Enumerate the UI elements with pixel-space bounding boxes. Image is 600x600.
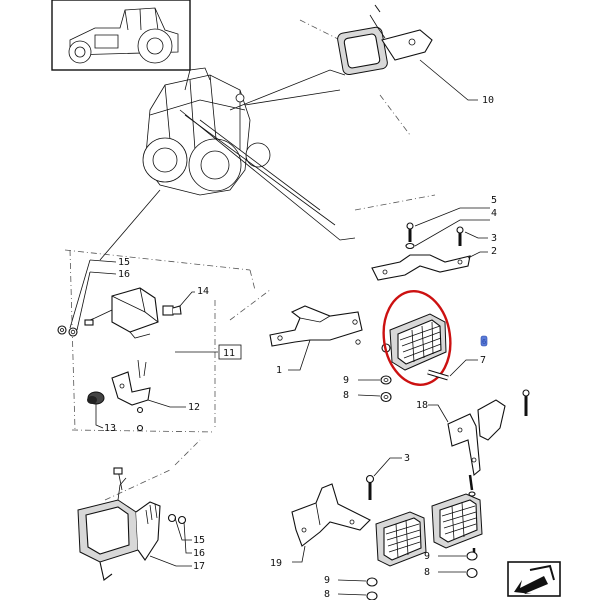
- grommet-13[interactable]: [87, 391, 105, 405]
- tractor-main-view: [142, 67, 271, 196]
- label-10[interactable]: 10: [482, 95, 494, 106]
- label-16-lower[interactable]: 16: [193, 548, 205, 559]
- label-6[interactable]: 6: [482, 338, 486, 346]
- label-18[interactable]: 18: [416, 400, 428, 411]
- label-13[interactable]: 13: [104, 423, 116, 434]
- work-lamp-17[interactable]: [77, 467, 161, 581]
- nut-15[interactable]: [57, 325, 67, 335]
- bracket-18[interactable]: [447, 399, 506, 497]
- label-6-hotspot[interactable]: [480, 335, 488, 347]
- label-11[interactable]: 11: [223, 348, 235, 359]
- work-lamp-lower-right[interactable]: [431, 493, 483, 549]
- label-15-lower[interactable]: 15: [193, 535, 205, 546]
- label-15-upper[interactable]: 15: [118, 257, 130, 268]
- label-7[interactable]: 7: [480, 355, 486, 366]
- washer-9-lower-right[interactable]: [466, 551, 478, 561]
- nut-8-mid[interactable]: [380, 391, 392, 403]
- label-2[interactable]: 2: [491, 246, 497, 257]
- stud-7[interactable]: [427, 369, 449, 381]
- tractor-leader-lines: [99, 69, 356, 261]
- lamp-bracket-12[interactable]: [111, 359, 151, 432]
- arrow-exit-icon[interactable]: [507, 561, 561, 597]
- label-4[interactable]: 4: [491, 208, 497, 219]
- washer-4[interactable]: [405, 242, 415, 250]
- label-1[interactable]: 1: [276, 365, 282, 376]
- leader-10: [419, 59, 478, 101]
- bracket-1[interactable]: [269, 305, 363, 347]
- bracket-19[interactable]: [291, 483, 371, 547]
- label-14[interactable]: 14: [197, 286, 209, 297]
- label-3-lower[interactable]: 3: [404, 453, 410, 464]
- nut-8-lower-left[interactable]: [366, 591, 378, 600]
- washer-16-lower[interactable]: [177, 515, 187, 525]
- bulb-14[interactable]: [162, 305, 182, 316]
- label-8-mid[interactable]: 8: [343, 390, 349, 401]
- rear-lamp-left[interactable]: [84, 287, 159, 339]
- work-lamp-top[interactable]: [337, 4, 433, 76]
- washer-9-lower-left[interactable]: [366, 577, 378, 587]
- bolt-3-top[interactable]: [456, 226, 464, 246]
- bolt-3-lower[interactable]: [365, 474, 375, 501]
- label-9-mid[interactable]: 9: [343, 375, 349, 386]
- label-9-lower-left[interactable]: 9: [324, 575, 330, 586]
- washer-9-mid[interactable]: [380, 375, 392, 385]
- tractor-thumbnail[interactable]: [51, 0, 191, 71]
- nut-8-lower-right[interactable]: [466, 567, 478, 579]
- label-5[interactable]: 5: [491, 195, 497, 206]
- label-17[interactable]: 17: [193, 561, 205, 572]
- washer-16[interactable]: [68, 327, 78, 337]
- label-8-lower-right[interactable]: 8: [424, 567, 430, 578]
- label-9-lower-right[interactable]: 9: [424, 551, 430, 562]
- bracket-2[interactable]: [371, 254, 471, 281]
- highlight-ring: [382, 290, 452, 386]
- label-12[interactable]: 12: [188, 402, 200, 413]
- label-3-top[interactable]: 3: [491, 233, 497, 244]
- label-16-upper[interactable]: 16: [118, 269, 130, 280]
- bolt-18-side[interactable]: [522, 389, 530, 416]
- label-8-lower-left[interactable]: 8: [324, 589, 330, 600]
- label-11-box: [218, 344, 242, 360]
- work-lamp-lower-left[interactable]: [375, 511, 427, 567]
- label-19[interactable]: 19: [270, 558, 282, 569]
- nut-15-lower[interactable]: [167, 513, 177, 523]
- work-lamp-6[interactable]: [381, 313, 447, 371]
- bolt-5[interactable]: [406, 222, 414, 242]
